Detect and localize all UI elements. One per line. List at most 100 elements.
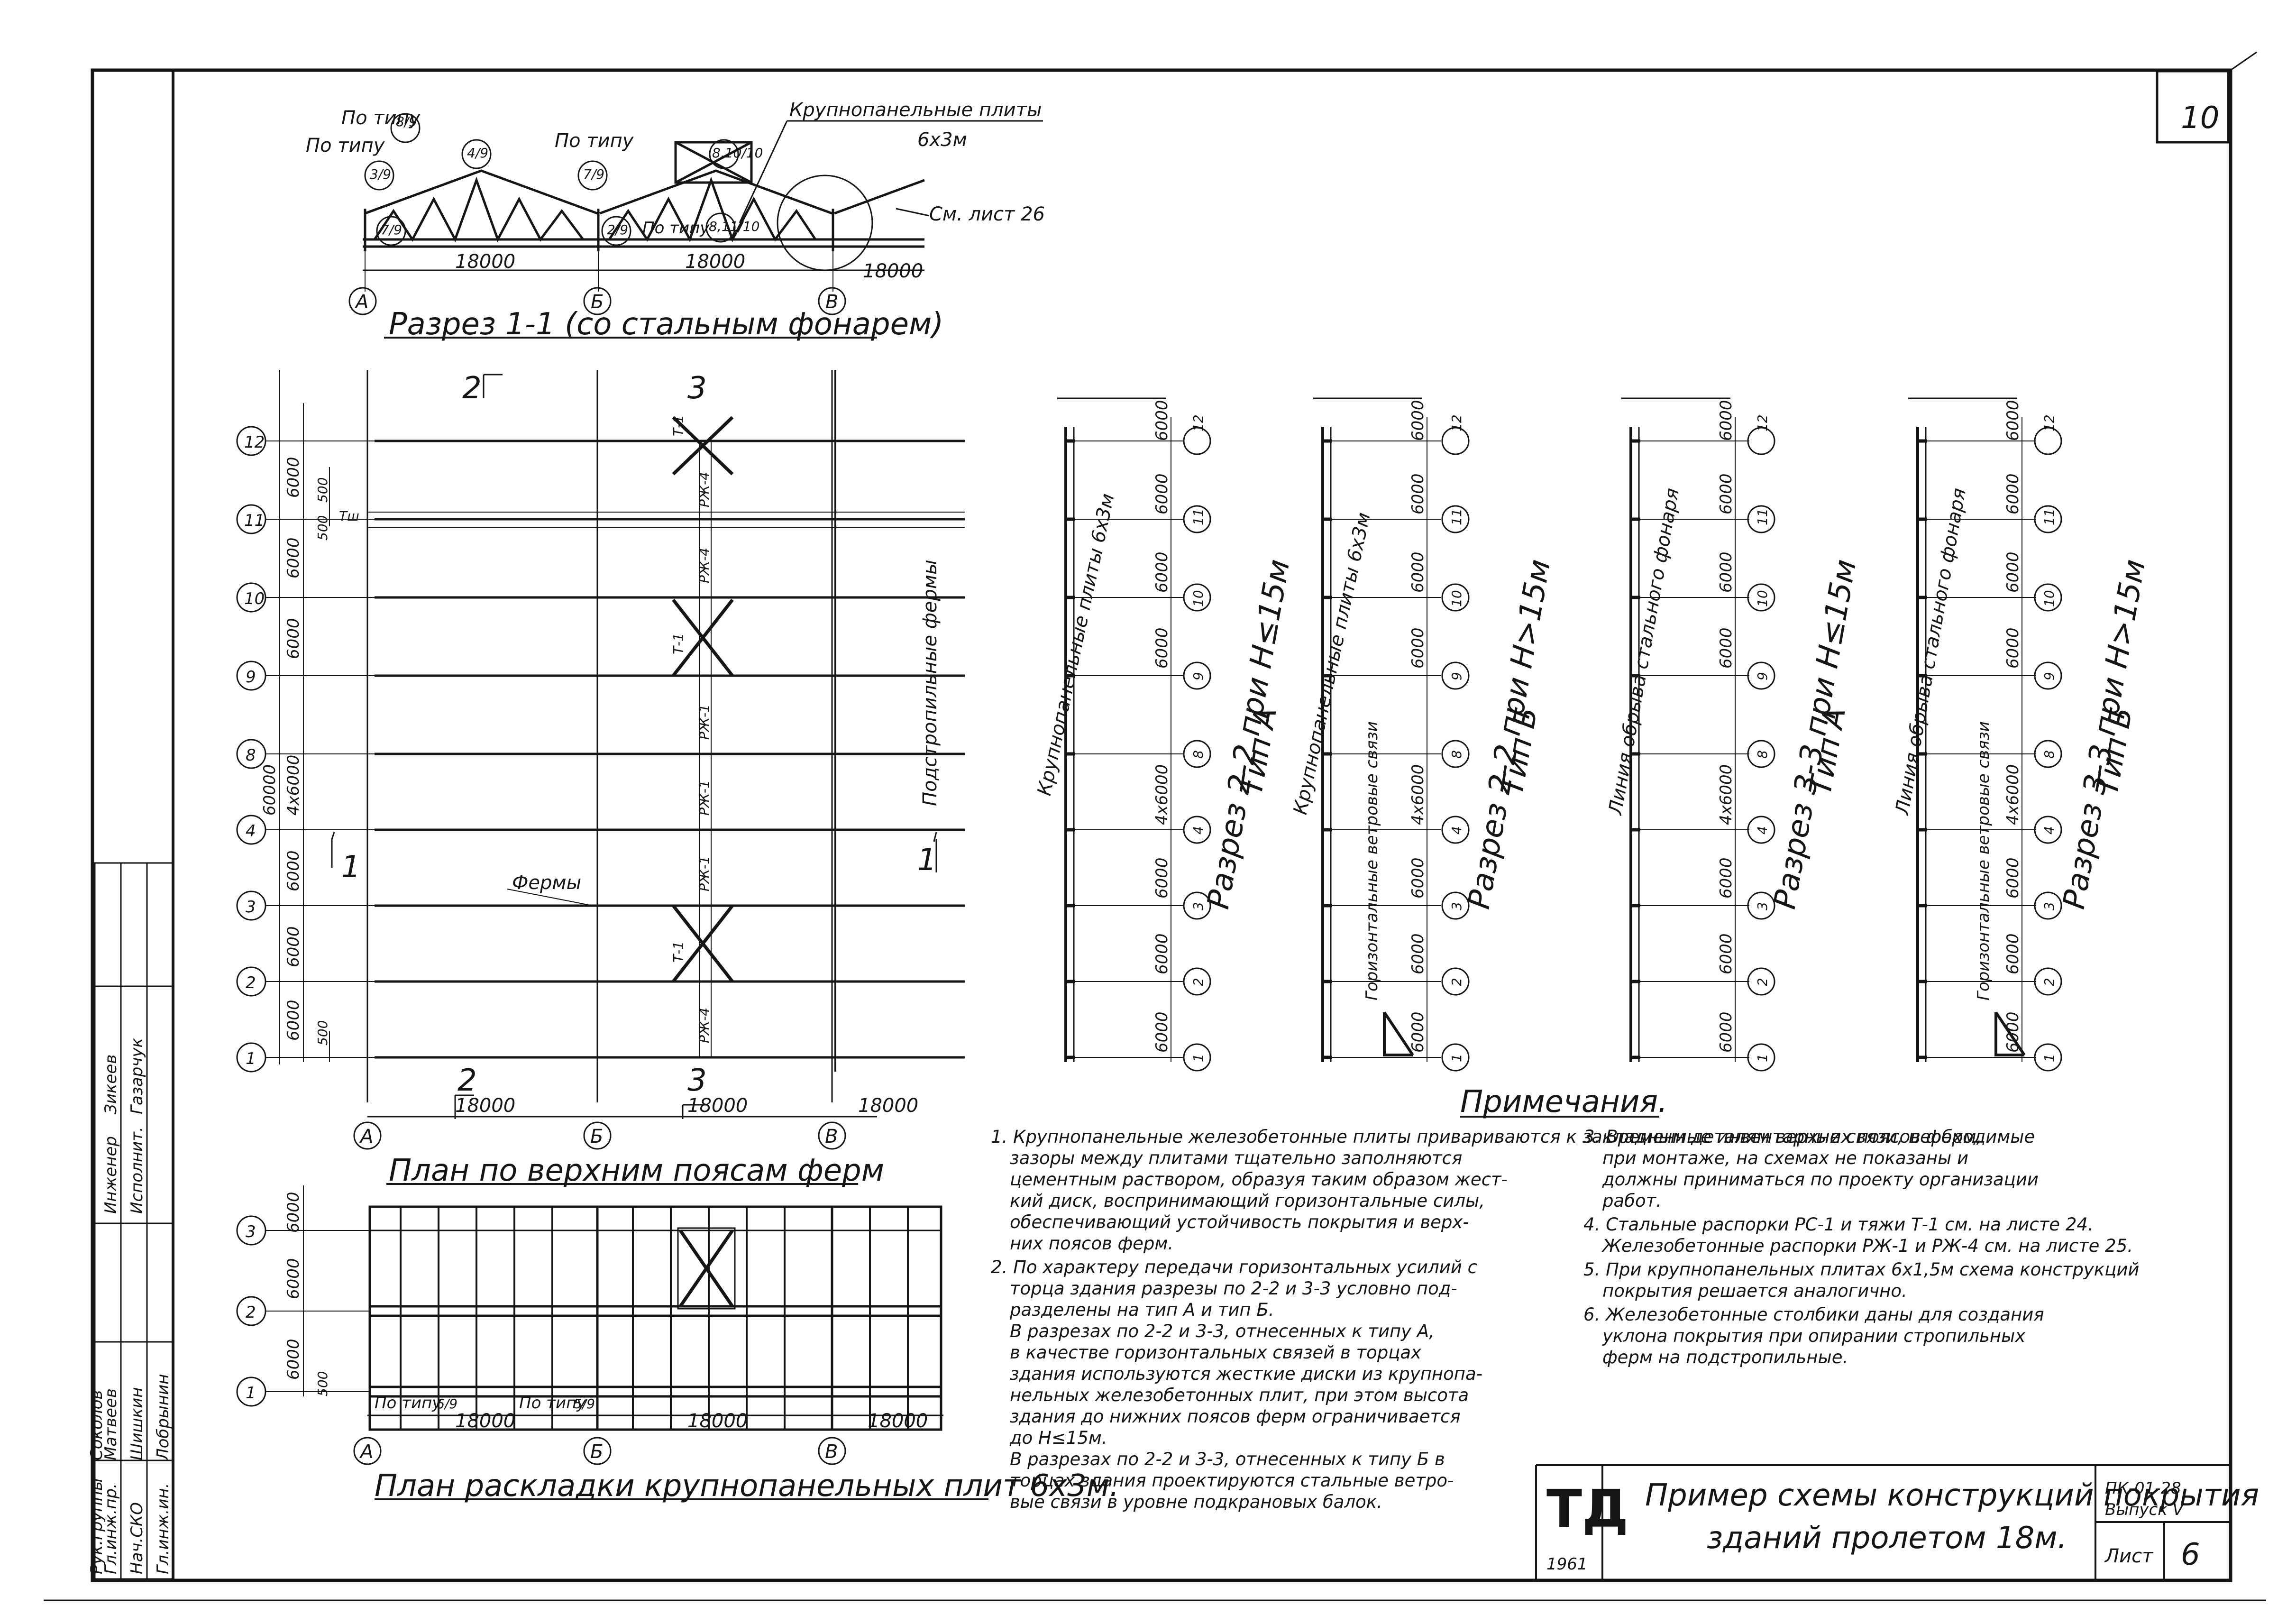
- plan-dim-0: 6000: [284, 457, 303, 498]
- plan-cut-1-right: 1: [917, 843, 937, 878]
- note-left-9: В разрезах по 2-2 и 3-3, отнесенных к ти…: [1010, 1321, 1435, 1341]
- s33b-axis-2: 2: [2041, 978, 2057, 986]
- note-left-10: в качестве горизонтальных связей в торца…: [1010, 1342, 1422, 1363]
- sheet-number: 10: [2181, 101, 2219, 136]
- title-sheet-number: 6: [2181, 1537, 2200, 1572]
- section-2-2b-labels: 12 11 10 9 8 4 3 2 1 6000 6000 6000 6000…: [1290, 400, 1558, 1062]
- note-left-15: В разрезах по 2-2 и 3-3, отнесенных к ти…: [1010, 1449, 1445, 1469]
- s11-span-3: 18000: [863, 260, 923, 282]
- s11-see-sheet: См. лист 26: [929, 203, 1045, 225]
- panel-plan-labels: 3 2 1 6000 6000 6000 500 По типу 6/9 По …: [246, 1192, 1119, 1504]
- section-2-2a-labels: 12 11 10 9 8 4 3 2 1 6000 6000 6000 6000…: [1034, 400, 1297, 1062]
- s33a-dim-4: 4x6000: [1717, 764, 1736, 825]
- s22a-axis-4: 4: [1190, 826, 1206, 835]
- s33b-wind-label: Горизонтальные ветровые связи: [1974, 721, 1993, 1000]
- sig-role-1: Исполнит.: [128, 1127, 146, 1214]
- s33b-fonar-label: Линия обрыва стального фонаря: [1891, 486, 1970, 817]
- note-right-8: 6. Железобетонные столбики даны для созд…: [1583, 1304, 2044, 1325]
- s33b-axis-11: 11: [2041, 508, 2057, 525]
- sig-role-5: Рук.группы: [87, 1478, 106, 1574]
- s11-ref-4-9: 4/9: [467, 145, 488, 161]
- plan-rzh4-c: РЖ-4: [696, 1008, 712, 1043]
- note-left-8: разделены на тип А и тип Б.: [1009, 1300, 1274, 1320]
- plan-t1-c: Т-1: [670, 941, 686, 963]
- plan-axis-8: 8: [246, 746, 256, 765]
- panel-po-tipu-1: По типу: [375, 1394, 442, 1413]
- note-right-4: 4. Стальные распорки РС-1 и тяжи Т-1 см.…: [1583, 1214, 2094, 1235]
- section-axis-bubbles: [1183, 427, 2062, 1072]
- note-left-4: обеспечивающий устойчивость покрытия и в…: [1010, 1212, 1469, 1232]
- plan-dim-7: 6000: [284, 1000, 303, 1041]
- sig-role-3: Нач.СКО: [128, 1502, 146, 1574]
- s22a-panels-label: Крупнопанельные плиты 6х3м: [1034, 492, 1119, 798]
- s33a-axis-10: 10: [1755, 590, 1770, 607]
- s33a-dim-7: 6000: [1717, 1011, 1736, 1053]
- s11-span-1: 18000: [455, 251, 515, 273]
- s33a-axis-8: 8: [1755, 750, 1770, 759]
- s33b-axis-4: 4: [2041, 826, 2057, 835]
- s11-ref-3-9: 3/9: [370, 166, 391, 182]
- plan-dim-1: 6000: [284, 537, 303, 578]
- note-right-7: покрытия решается аналогично.: [1602, 1281, 1907, 1301]
- s11-panels-size: 6x3м: [917, 129, 967, 151]
- s22a-axis-8: 8: [1190, 750, 1206, 759]
- plan-axis-v: В: [825, 1126, 838, 1147]
- title-year: 1961: [1546, 1555, 1588, 1574]
- note-right-0: 3. Временные инвентарные связи, необходи…: [1583, 1127, 2035, 1147]
- s33a-dim-5: 6000: [1717, 857, 1736, 899]
- note-right-5: Железобетонные распорки РЖ-1 и РЖ-4 см. …: [1601, 1236, 2133, 1256]
- plan-dim-4: 60000: [260, 764, 279, 816]
- plan-axis-11: 11: [244, 511, 265, 530]
- plan-rzh1-a: РЖ-1: [696, 704, 712, 740]
- panel-plan-drawing: [236, 1185, 988, 1500]
- s22b-dim-7: 6000: [1409, 1011, 1427, 1053]
- note-left-14: до Н≤15м.: [1009, 1428, 1107, 1448]
- note-right-2: должны приниматься по проекту организаци…: [1602, 1169, 2039, 1190]
- s33b-dim-0: 6000: [2003, 400, 2022, 441]
- s33a-dim-0: 6000: [1717, 400, 1736, 441]
- s22b-dim-2: 6000: [1409, 551, 1427, 593]
- s22b-dim-4: 4x6000: [1409, 764, 1427, 825]
- s22a-dim-5: 6000: [1153, 857, 1171, 899]
- note-left-17: вые связи в уровне подкрановых балок.: [1010, 1492, 1382, 1512]
- panel-axis-3: 3: [246, 1222, 256, 1241]
- plan-dim-500a: 500: [315, 477, 330, 503]
- s33b-axis-8: 8: [2041, 750, 2057, 759]
- s22b-axis-3: 3: [1449, 902, 1464, 910]
- plan-axis-2: 2: [246, 973, 256, 992]
- panel-span-3: 18000: [868, 1410, 928, 1432]
- plan-trusses: Фермы: [512, 872, 581, 894]
- note-left-12: нельных железобетонных плит, при этом вы…: [1010, 1385, 1469, 1405]
- s11-po-tipu-1: По типу: [341, 107, 421, 129]
- s22a-dim-0: 6000: [1153, 400, 1171, 441]
- plan-dim-500b: 500: [315, 515, 330, 541]
- s11-po-tipu-2: По типу: [306, 135, 385, 156]
- plan-top-drawing: [236, 370, 965, 1185]
- plan-cut-2-top: 2: [462, 371, 482, 406]
- s33a-dim-3: 6000: [1717, 627, 1736, 669]
- s22a-axis-10: 10: [1190, 590, 1206, 607]
- plan-t1-b: Т-1: [670, 633, 686, 654]
- s11-panels-label: Крупнопанельные плиты: [789, 99, 1042, 121]
- plan-dim-500c: 500: [315, 1020, 330, 1046]
- notes-block: Примечания. 1. Крупнопанельные железобет…: [991, 1084, 2139, 1512]
- s33a-axis-3: 3: [1755, 902, 1770, 910]
- panel-dim-1: 6000: [284, 1258, 303, 1299]
- s22b-axis-10: 10: [1449, 590, 1464, 607]
- title-issue: Выпуск V: [2105, 1500, 2185, 1519]
- title-block-frame: [1535, 1464, 2231, 1580]
- s33a-dim-2: 6000: [1717, 551, 1736, 593]
- plan-rzh4-b: РЖ-4: [696, 548, 712, 583]
- s22a-axis-1: 1: [1190, 1054, 1206, 1062]
- note-left-1: зазоры между плитами тщательно заполняют…: [1010, 1148, 1462, 1168]
- s33a-axis-2: 2: [1755, 978, 1770, 986]
- note-left-6: 2. По характеру передачи горизонтальных …: [991, 1257, 1477, 1277]
- s11-axis-v: В: [825, 291, 838, 313]
- s33a-axis-9: 9: [1755, 672, 1770, 680]
- panel-axis-v: В: [825, 1441, 838, 1463]
- plan-top-labels: 12 11 10 9 8 4 3 2 1 6000 6000 6000 4x60…: [244, 371, 941, 1188]
- sig-role-2: Гл.инж.пр.: [101, 1483, 120, 1574]
- s11-po-tipu-4-ref: 8,11/10: [709, 219, 759, 234]
- s33a-axis-4: 4: [1755, 826, 1770, 835]
